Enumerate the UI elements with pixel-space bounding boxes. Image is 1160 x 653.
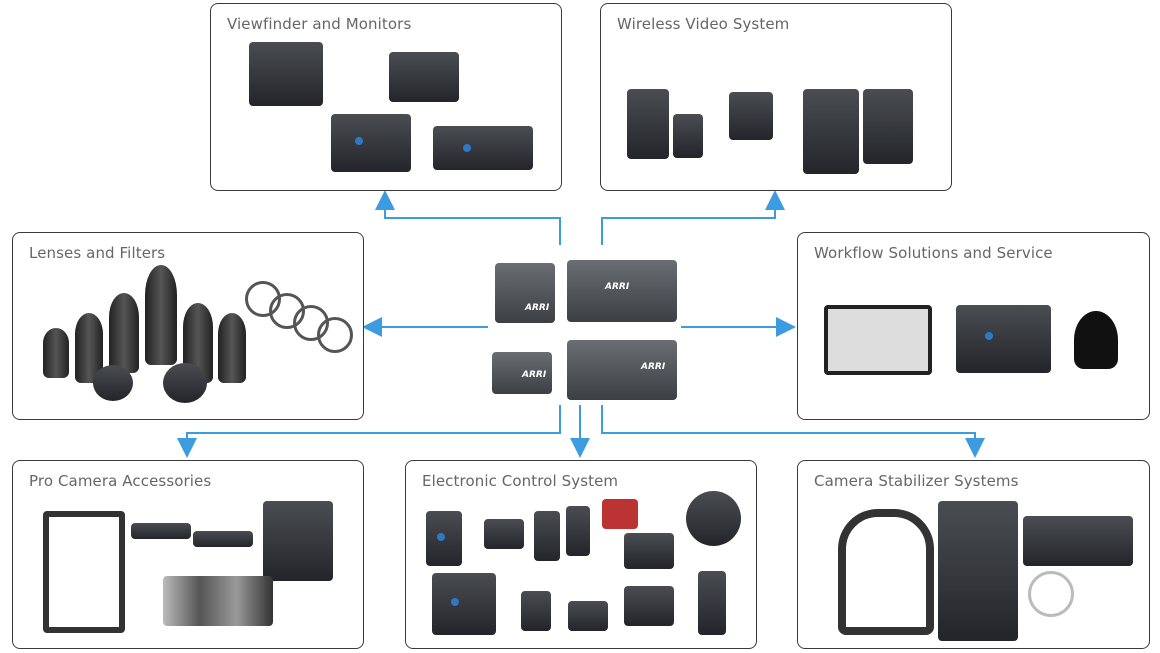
viewfinder-image: [433, 126, 533, 170]
camera-logo: ARRI: [605, 282, 630, 292]
viewfinder-image: [331, 114, 411, 172]
arrow-to-accessories: [177, 405, 561, 458]
box-title: Camera Stabilizer Systems: [814, 472, 1019, 490]
box-title: Electronic Control System: [422, 472, 619, 490]
handheld-monitor-image: [729, 92, 773, 140]
box-title: Workflow Solutions and Service: [814, 244, 1053, 262]
lens-image: [163, 363, 207, 403]
box-title: Wireless Video System: [617, 15, 790, 33]
lens-image: [43, 328, 69, 378]
stabilizer-image: [838, 509, 934, 635]
plate-image: [193, 531, 253, 547]
arrow-to-wireless: [601, 190, 785, 245]
wheel-image: [1028, 571, 1074, 617]
focus-knob-image: [686, 491, 741, 546]
box-camera-stabilizer: Camera Stabilizer Systems: [797, 460, 1150, 649]
box-electronic-control: Electronic Control System: [405, 460, 757, 649]
box-wireless-video: Wireless Video System: [600, 3, 952, 191]
camera-display-image: [956, 305, 1051, 373]
hand-unit-image: [426, 511, 462, 566]
lens-image: [218, 313, 246, 383]
motor-unit-image: [521, 591, 551, 631]
camera-image: ARRI: [492, 352, 552, 394]
receiver-image: [673, 114, 703, 158]
monitor-image: [389, 52, 459, 102]
camera-image: ARRI: [567, 260, 677, 322]
grip-image: [566, 506, 590, 556]
wheels-arm-image: [1023, 516, 1133, 566]
filter-ring-image: [317, 317, 353, 353]
support-headset-icon: [1074, 311, 1118, 369]
plate-image: [131, 523, 191, 539]
nd-filter-image: [163, 576, 273, 626]
transmitter-image: [627, 89, 669, 159]
matte-box-image: [263, 501, 333, 581]
remote-head-image: [938, 501, 1018, 641]
lens-image: [109, 293, 139, 373]
motor-image: [484, 519, 524, 549]
grip-image: [534, 511, 560, 561]
arrow-to-stabilizer: [601, 405, 985, 458]
box-title: Viewfinder and Monitors: [227, 15, 412, 33]
box-workflow-service: Workflow Solutions and Service: [797, 232, 1150, 420]
box-viewfinder-monitors: Viewfinder and Monitors: [210, 3, 562, 191]
sensor-image: [624, 533, 674, 569]
camera-image: ARRI: [567, 340, 677, 400]
box-title: Pro Camera Accessories: [29, 472, 212, 490]
camera-image: ARRI: [495, 263, 555, 323]
control-box-image: [602, 499, 638, 529]
monitor-image: [249, 42, 323, 106]
lens-image: [93, 365, 133, 401]
box-lenses-filters: Lenses and Filters: [12, 232, 364, 420]
hand-unit-image: [432, 573, 496, 635]
laptop-image: [824, 305, 932, 375]
camera-logo: ARRI: [641, 362, 666, 372]
receiver-image: [568, 601, 608, 631]
lens-image: [145, 265, 177, 365]
director-monitor-image: [863, 89, 913, 164]
arrow-to-viewfinder: [375, 190, 561, 245]
camera-logo: ARRI: [525, 303, 550, 313]
camera-cage-image: [43, 511, 125, 633]
box-pro-camera-accessories: Pro Camera Accessories: [12, 460, 364, 649]
motor-image: [624, 586, 674, 626]
director-monitor-image: [803, 89, 859, 174]
box-title: Lenses and Filters: [29, 244, 166, 262]
handle-image: [698, 571, 726, 635]
camera-logo: ARRI: [522, 370, 547, 380]
